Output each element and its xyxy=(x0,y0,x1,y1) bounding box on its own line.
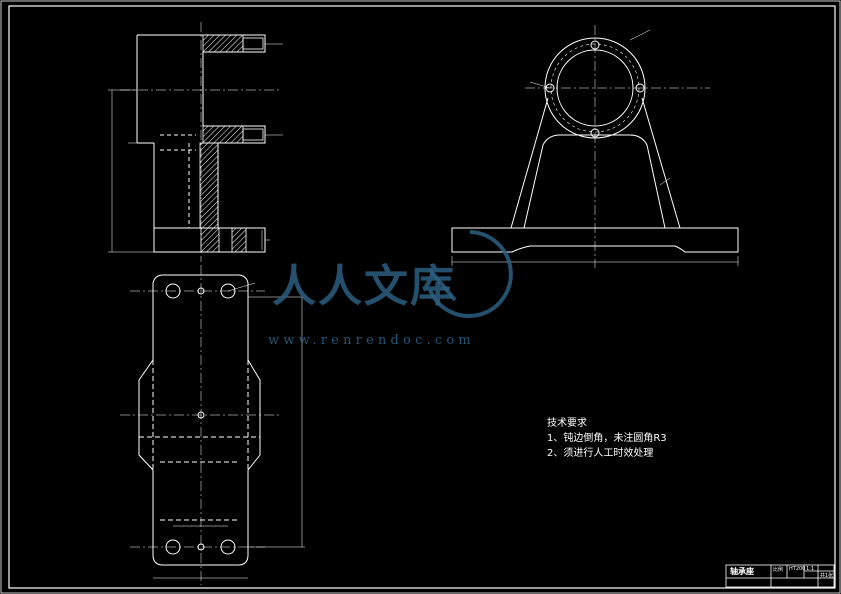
title-block-sheet: 共1张 xyxy=(820,573,834,579)
title-block-scale-label: 比例 xyxy=(773,567,784,573)
title-block xyxy=(725,564,835,588)
hatch-base-right xyxy=(231,227,247,253)
tech-req-item-1: 1、钝边倒角，未注圆角R3 xyxy=(547,433,667,444)
hatch-base-left xyxy=(200,227,220,253)
hatch-web xyxy=(199,142,219,229)
technical-requirements: 技术要求 1、钝边倒角，未注圆角R3 2、须进行人工时效处理 xyxy=(547,416,667,461)
watermark-brand: 人人文库 xyxy=(272,261,456,312)
title-block-scale-value: 1:1 xyxy=(806,566,815,572)
title-block-material: HT200 xyxy=(789,566,806,572)
tech-req-title: 技术要求 xyxy=(547,418,587,429)
tech-req-item-2: 2、须进行人工时效处理 xyxy=(547,448,654,459)
watermark-logo xyxy=(428,230,513,318)
hatch-top xyxy=(202,34,244,53)
top-view xyxy=(138,274,261,566)
top-view-centerlines xyxy=(120,265,305,585)
inner-frame xyxy=(8,5,836,589)
watermark-url: www.renrendoc.com xyxy=(268,333,475,348)
side-view-centerlines xyxy=(451,25,739,268)
title-block-part-name: 轴承座 xyxy=(730,567,754,576)
hatch-mid xyxy=(202,125,244,144)
front-view-dimensions xyxy=(108,22,283,262)
front-section-view xyxy=(136,34,266,253)
